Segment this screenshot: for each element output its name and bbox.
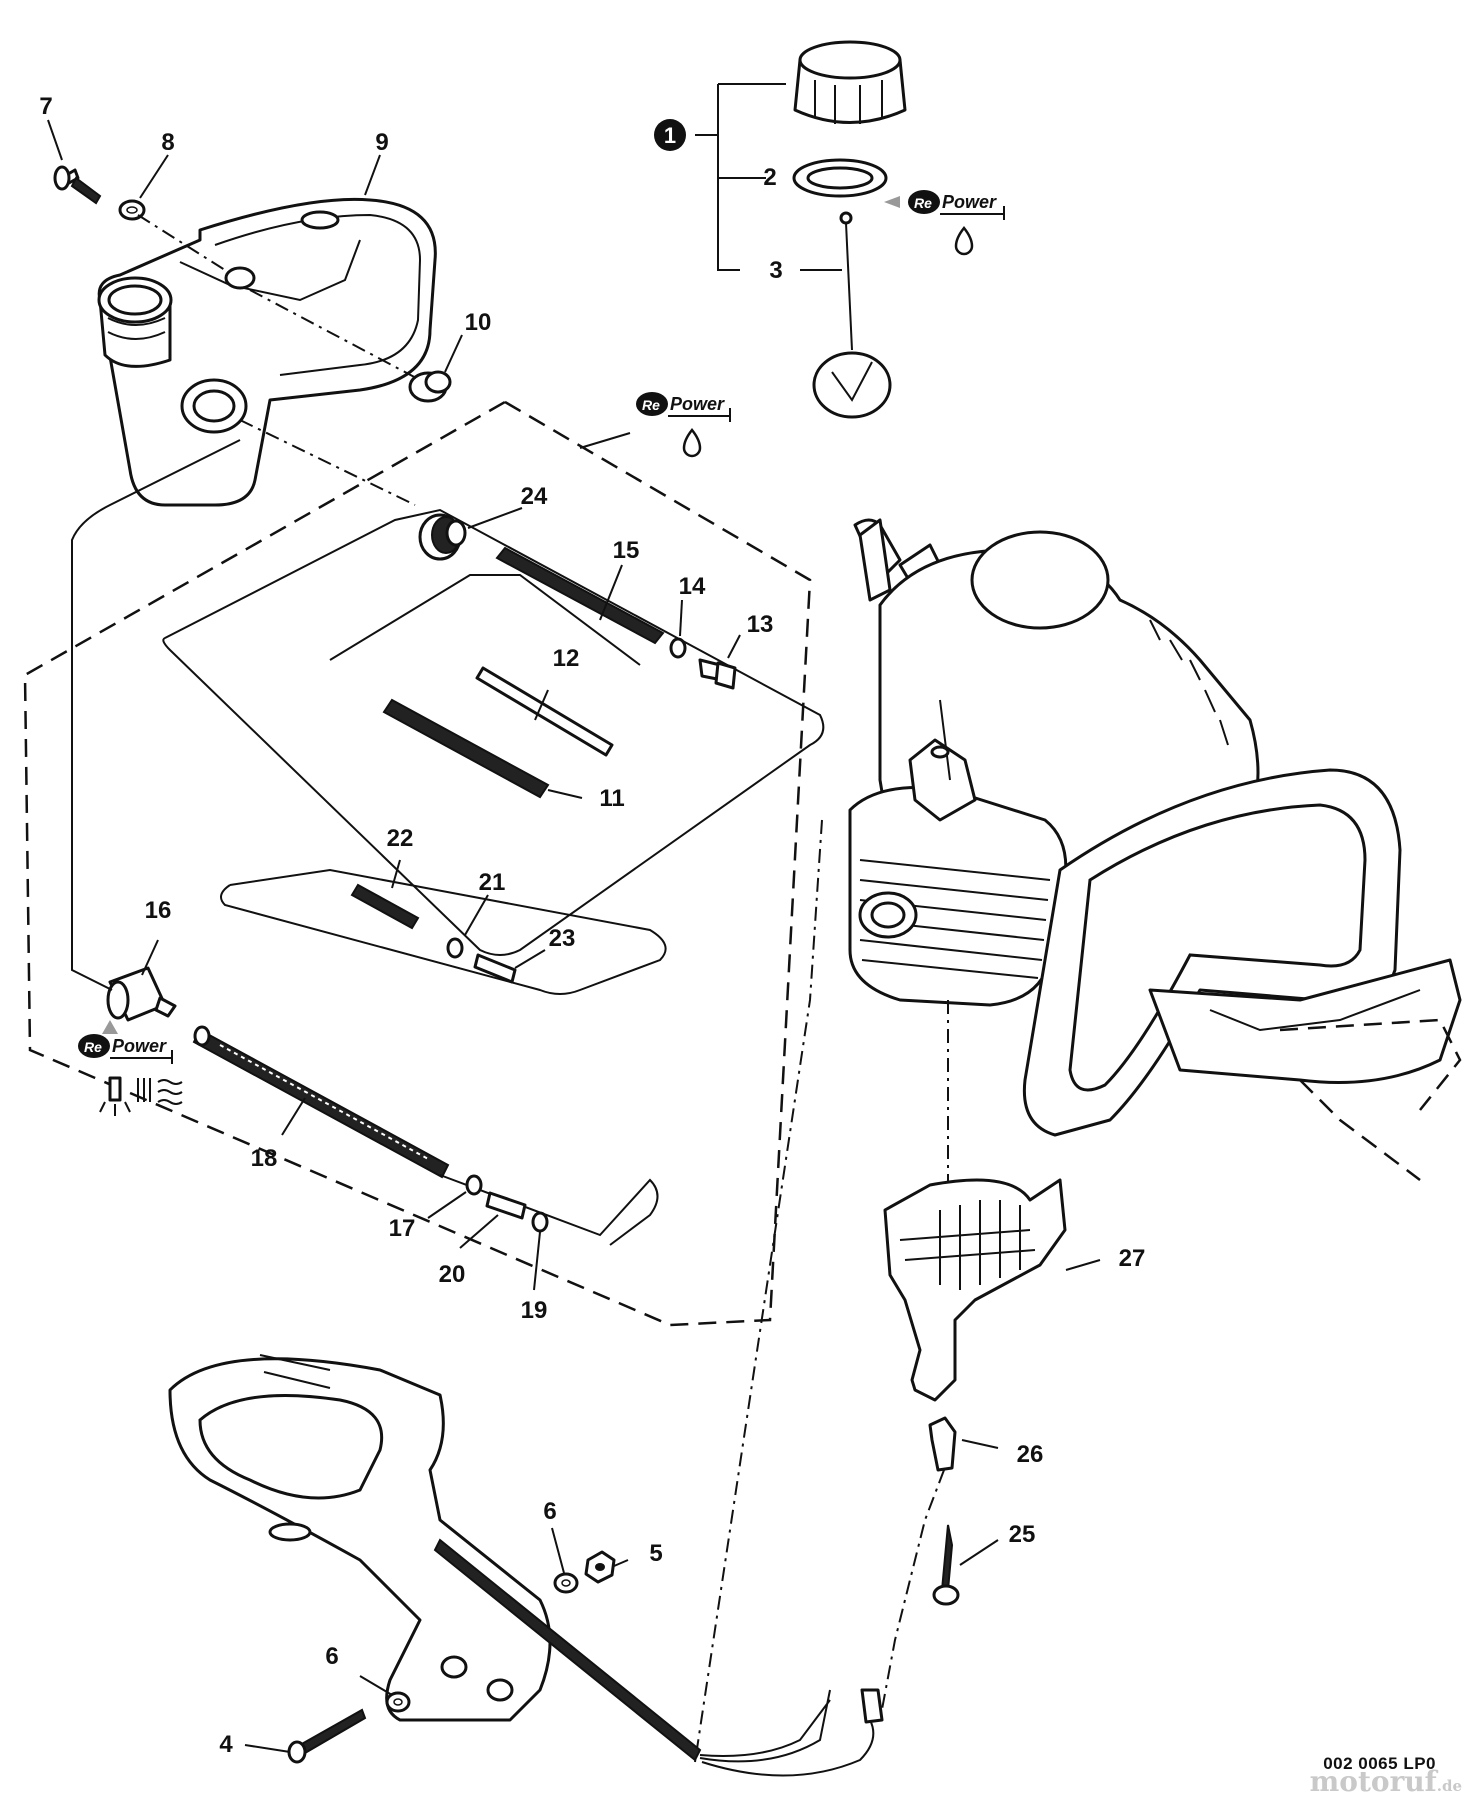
- callout-15: 15: [613, 537, 640, 564]
- callout-12: 12: [553, 645, 580, 672]
- cover-screw: [932, 1524, 960, 1606]
- svg-text:Re: Re: [642, 397, 660, 413]
- callout-22: 22: [387, 825, 414, 852]
- callout-8: 8: [161, 129, 174, 156]
- spark-plug-icon: [99, 1076, 131, 1116]
- callout-7: 7: [39, 93, 52, 120]
- callout-16: 16: [145, 897, 172, 924]
- filter-fuel-line: [71, 439, 241, 991]
- callout-4: 4: [219, 1731, 233, 1758]
- primer-fitting: [698, 658, 737, 690]
- cable-ring-17: [465, 1174, 483, 1196]
- svg-text:Re: Re: [914, 195, 932, 211]
- engine-assembly: [848, 518, 1462, 1181]
- callout-6-upper: 6: [543, 1498, 556, 1525]
- fuel-cap: [793, 40, 907, 124]
- tank-bolt-centerline: [137, 214, 421, 381]
- watermark-brand: motoruf: [1309, 1765, 1437, 1798]
- repower-badge-kit: Re Power: [579, 392, 731, 458]
- air-filter-cover: [883, 1178, 1067, 1402]
- callout-27: 27: [1119, 1245, 1146, 1272]
- callout-6-lower: 6: [325, 1643, 338, 1670]
- vent-hose: [350, 883, 420, 930]
- callout-25: 25: [1009, 1521, 1036, 1548]
- handle-washer-lower: [385, 1691, 411, 1713]
- hose-ring-14: [669, 637, 687, 659]
- engine-left-centerline: [694, 819, 823, 1763]
- cap-gasket: [792, 158, 888, 198]
- fuel-line-kit-boundary: [23, 400, 812, 1327]
- svg-text:Power: Power: [670, 394, 725, 414]
- handle-screw: [287, 1708, 367, 1764]
- handle-nut: [584, 1550, 616, 1584]
- vent-ring: [446, 937, 464, 959]
- callout-20: 20: [439, 1261, 466, 1288]
- callout-10: 10: [465, 309, 492, 336]
- spark-plug-connector: [928, 1416, 957, 1472]
- callout-5: 5: [649, 1540, 662, 1567]
- stop-switch-terminal: [860, 1688, 884, 1724]
- cable-fitting-20: [485, 1191, 527, 1220]
- svg-text:Power: Power: [942, 192, 997, 212]
- throttle-cable-routed: [433, 1538, 702, 1762]
- watermark-suffix: .de: [1436, 1777, 1462, 1795]
- repower-badge-cap: Re Power: [884, 190, 1005, 256]
- fuel-hose-long: [495, 546, 665, 645]
- fuel-line-group-outline: [329, 574, 641, 666]
- callout-19: 19: [521, 1297, 548, 1324]
- callout-26: 26: [1017, 1441, 1044, 1468]
- svg-text:Re: Re: [84, 1039, 102, 1055]
- callout-1: 1: [664, 123, 676, 148]
- callout-14: 14: [679, 573, 706, 600]
- vent-fitting: [473, 953, 517, 984]
- tank-grommet: [408, 370, 452, 403]
- fuel-fitting-outline: [220, 868, 667, 995]
- return-hose: [382, 698, 550, 799]
- fuel-strainer-strap: [812, 211, 892, 419]
- stop-switch-wires: [699, 1689, 875, 1777]
- callout-9: 9: [375, 129, 388, 156]
- callout-labels: 1 2 3 4 5 6 6 7 8 9 10 11 12 13 14 15 16…: [39, 93, 1145, 1758]
- drawing-code: 002 0065 LP0: [1323, 1754, 1436, 1773]
- callout-18: 18: [251, 1145, 278, 1172]
- tank-washer: [118, 199, 146, 221]
- rear-handle: [168, 1354, 552, 1722]
- fuel-grommet: [418, 513, 467, 561]
- fuel-hose-short: [475, 666, 614, 757]
- watermark-logo: motoruf.de: [1310, 1765, 1462, 1798]
- callout-24: 24: [521, 483, 548, 510]
- callout-2: 2: [763, 164, 776, 191]
- leader-lines: [47, 119, 1101, 1753]
- callout-11: 11: [599, 785, 624, 812]
- fuel-line-set-outline: [162, 508, 825, 956]
- callout-23: 23: [549, 925, 576, 952]
- callout-3: 3: [769, 257, 782, 284]
- repower-badge-filter: Re Power: [78, 1020, 183, 1116]
- callout-1-badge: [654, 119, 686, 151]
- callout-13: 13: [747, 611, 774, 638]
- fuel-tank: [97, 197, 437, 507]
- fuel-filter: [106, 966, 177, 1022]
- throttle-cable: [192, 1025, 450, 1179]
- callout-21: 21: [479, 869, 506, 896]
- cable-kit-outline: [439, 1174, 659, 1246]
- tank-outlet-centerline: [239, 419, 416, 506]
- callout-17: 17: [389, 1215, 416, 1242]
- fuel-cap-group: [654, 40, 907, 419]
- handle-washer-upper: [553, 1572, 579, 1594]
- air-filter-icon: [137, 1078, 183, 1105]
- svg-text:Power: Power: [112, 1036, 167, 1056]
- tank-bolt: [53, 165, 102, 205]
- cable-ring-19: [531, 1211, 549, 1233]
